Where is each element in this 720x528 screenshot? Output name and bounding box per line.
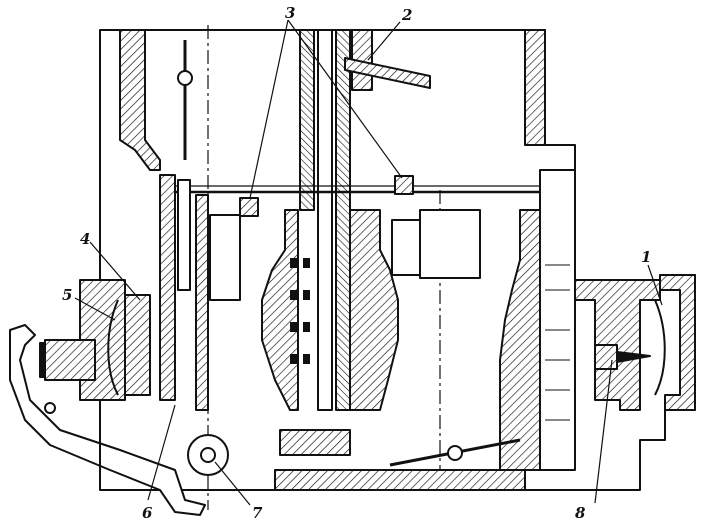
vent-tube: [344, 57, 431, 89]
venturi-secondary: [499, 209, 541, 471]
air-horn-wall-left: [119, 29, 161, 171]
pump-plunger: [44, 339, 96, 381]
callout-labels: 1 2 3 4 5 6 7 8: [62, 4, 651, 522]
right-diaphragm: [654, 299, 666, 396]
idle-passage-wall: [159, 174, 176, 401]
needle-seat: [594, 344, 618, 370]
emulsion-holes: [290, 258, 310, 364]
callout-c7: 7: [252, 504, 263, 522]
callout-c2: 2: [401, 6, 412, 24]
jet-right: [394, 175, 414, 195]
pump-cap: [39, 342, 46, 378]
callout-c4: 4: [80, 230, 90, 248]
callout-c8: 8: [575, 504, 586, 522]
leader-lines: [74, 19, 663, 506]
center-block: [419, 209, 481, 279]
throttle-lever: [9, 324, 206, 516]
base-block-left: [279, 429, 351, 456]
riser-wall: [195, 194, 209, 411]
needle-valve: [616, 351, 651, 363]
choke-shaft: [177, 70, 193, 86]
lever-pivot: [44, 402, 56, 414]
right-cap: [659, 274, 696, 411]
callout-c3: 3: [285, 4, 295, 22]
fuel-level-marks: [545, 264, 570, 421]
left-block: [209, 214, 241, 301]
idle-channel: [177, 179, 191, 291]
left-diaphragm: [107, 299, 119, 396]
air-horn-wall-right: [524, 29, 546, 146]
callout-c1: 1: [641, 248, 651, 266]
venturi-left: [261, 209, 299, 411]
tube-c: [335, 29, 351, 411]
tube-b: [317, 29, 333, 411]
tube-a: [299, 29, 315, 211]
float-chamber: [539, 169, 576, 471]
venturi-inner-right: [349, 209, 399, 411]
jet-left: [239, 197, 259, 217]
callout-c6: 6: [142, 504, 153, 522]
left-diaphragm-body: [124, 294, 151, 396]
callout-c5: 5: [62, 286, 72, 304]
lower-body: [274, 469, 526, 491]
